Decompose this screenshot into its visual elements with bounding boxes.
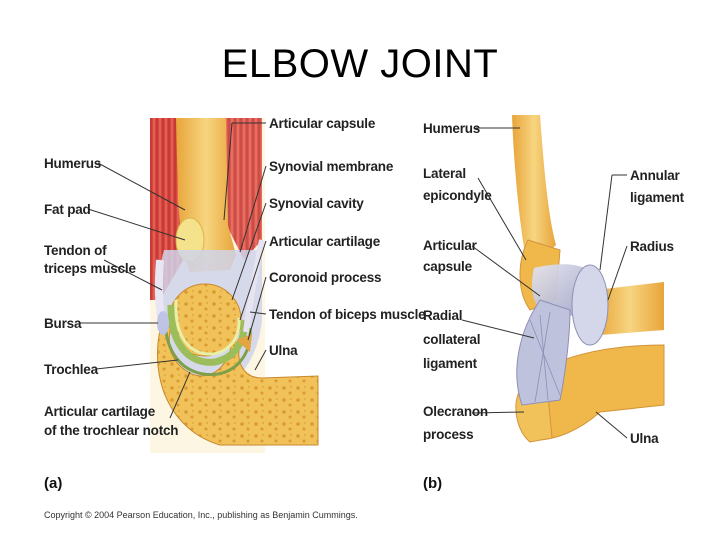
anterior-muscle [220,118,262,260]
panel-b-letter: (b) [423,475,442,492]
label-bursa: Bursa [44,316,82,331]
label-fat-pad: Fat pad [44,202,91,217]
panel-a-illustration [150,118,319,453]
panel-a-leaders [80,122,267,419]
label-radius: Radius [630,239,674,254]
radius-bone [596,282,664,335]
humerus-bone-b [512,115,556,270]
label-ulna-a: Ulna [269,343,298,358]
label-humerus-b: Humerus [423,121,480,136]
label-synovial-cavity: Synovial cavity [269,196,364,211]
panel-a-letter: (a) [44,475,62,492]
biceps-tendon [243,239,265,333]
slide-title: ELBOW JOINT [221,42,499,86]
synovial-cavity-ring [174,299,241,356]
bursa [157,311,169,335]
annular-ligament [571,264,609,346]
panel-b-illustration [512,115,665,443]
panel-b-leaders [461,127,628,439]
label-biceps-tendon: Tendon of biceps muscle [269,307,426,322]
label-humerus-a: Humerus [44,156,101,171]
label-ulna-b: Ulna [630,431,659,446]
label-articular-capsule-a: Articular capsule [269,116,376,131]
label-trochlea: Trochlea [44,362,99,377]
label-articular-cartilage: Articular cartilage [269,234,381,249]
label-synovial-membrane: Synovial membrane [269,159,394,174]
label-coronoid-process: Coronoid process [269,270,381,285]
copyright-notice: Copyright © 2004 Pearson Education, Inc.… [44,510,358,520]
ligament-fibers [529,311,561,403]
